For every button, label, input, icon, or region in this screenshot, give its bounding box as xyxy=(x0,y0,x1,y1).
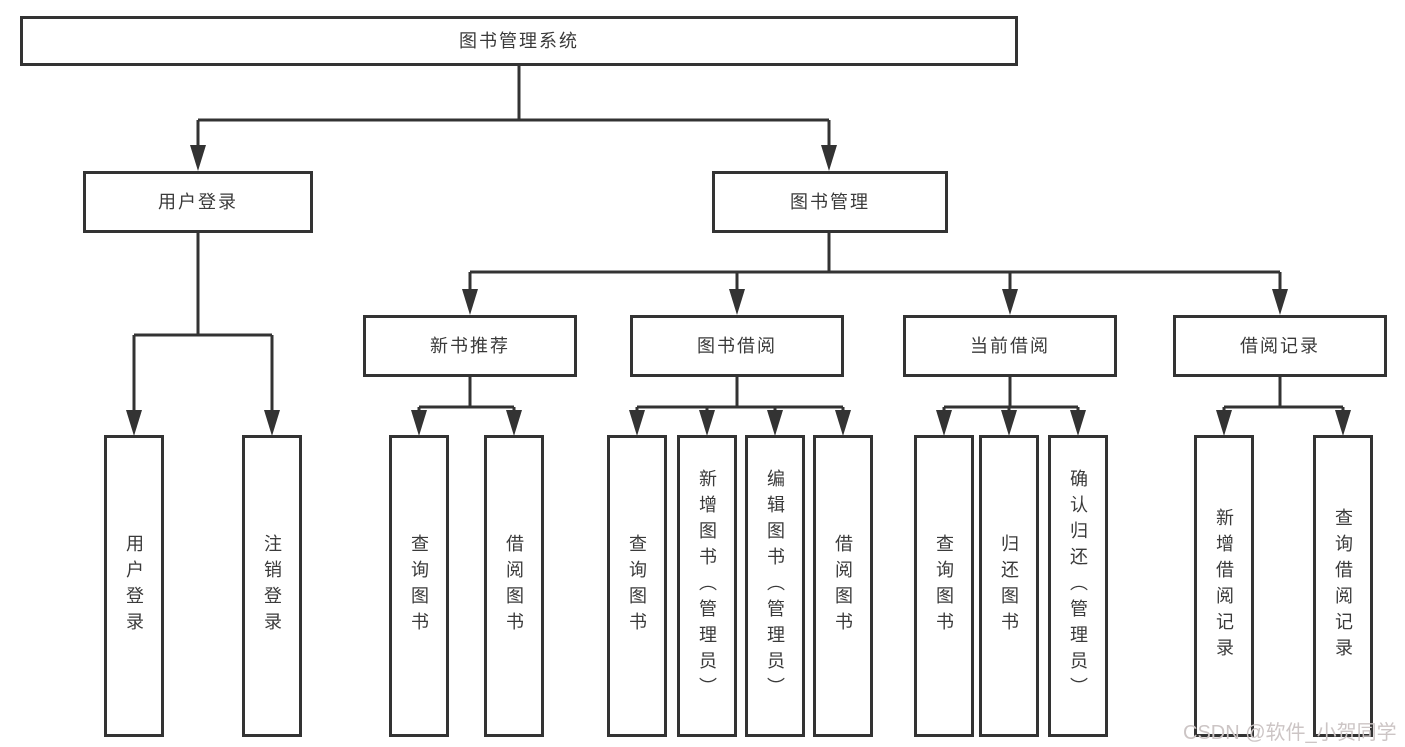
leaf-add-borrow-record: 新增借阅记录 xyxy=(1194,435,1254,737)
node-borrow-record: 借阅记录 xyxy=(1173,315,1387,377)
leaf-user-login: 用户登录 xyxy=(104,435,164,737)
leaf-query-book-borrow: 查询图书 xyxy=(607,435,667,737)
node-library-system: 图书管理系统 xyxy=(20,16,1018,66)
leaf-query-borrow-record: 查询借阅记录 xyxy=(1313,435,1373,737)
node-new-book-recommend: 新书推荐 xyxy=(363,315,577,377)
leaf-borrow-book-recommend: 借阅图书 xyxy=(484,435,544,737)
leaf-logout: 注销登录 xyxy=(242,435,302,737)
leaf-add-book-admin: 新增图书（管理员） xyxy=(677,435,737,737)
arrowheads xyxy=(126,145,1351,436)
node-user-login: 用户登录 xyxy=(83,171,313,233)
leaf-query-book-current: 查询图书 xyxy=(914,435,974,737)
leaf-query-book-recommend: 查询图书 xyxy=(389,435,449,737)
watermark: CSDN @软件_小贺同学 xyxy=(1183,722,1397,744)
node-book-management: 图书管理 xyxy=(712,171,948,233)
node-current-borrow: 当前借阅 xyxy=(903,315,1117,377)
leaf-edit-book-admin: 编辑图书（管理员） xyxy=(745,435,805,737)
node-book-borrow: 图书借阅 xyxy=(630,315,844,377)
leaf-borrow-book: 借阅图书 xyxy=(813,435,873,737)
leaf-return-book: 归还图书 xyxy=(979,435,1039,737)
leaf-confirm-return-admin: 确认归还（管理员） xyxy=(1048,435,1108,737)
